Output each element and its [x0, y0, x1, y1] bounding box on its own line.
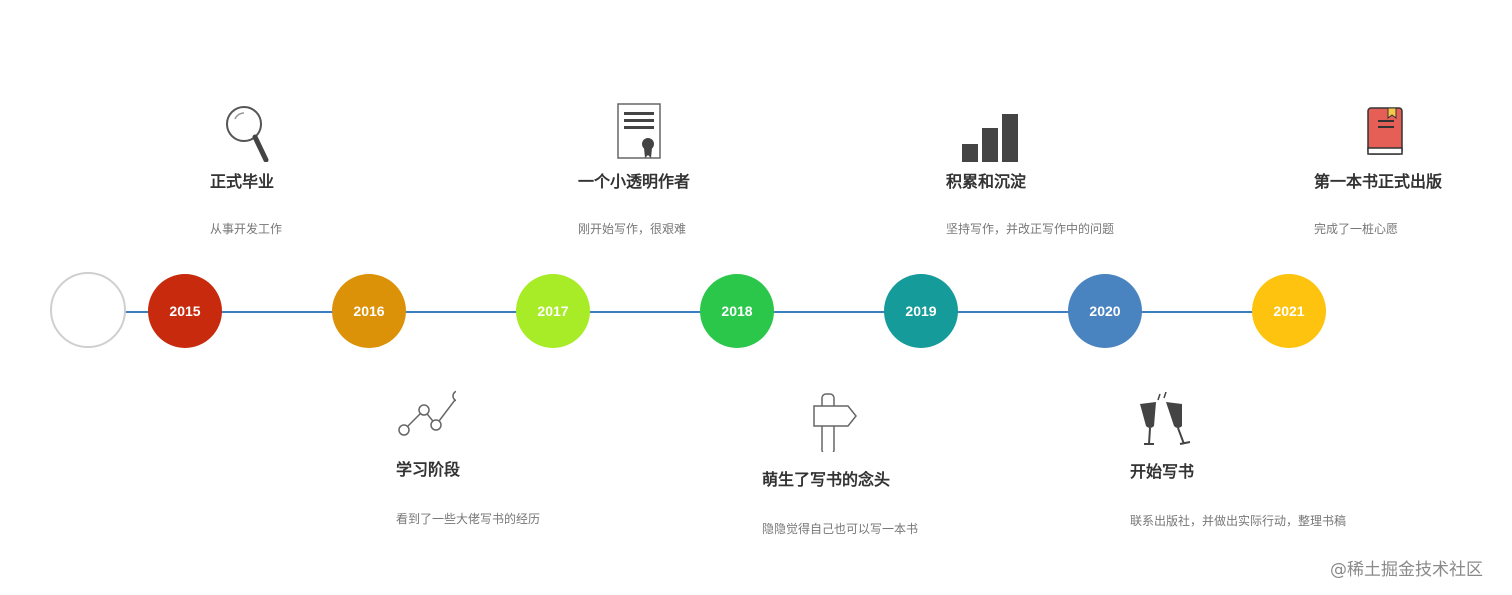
signpost-icon [813, 393, 857, 452]
year-node-2018: 2018 [700, 274, 774, 348]
event-title: 学习阶段 [396, 460, 461, 479]
line-chart-icon [398, 390, 456, 436]
event-title: 萌生了写书的念头 [762, 470, 891, 489]
year-node-2016: 2016 [332, 274, 406, 348]
year-node-2021: 2021 [1252, 274, 1326, 348]
event-desc: 看到了一些大佬写书的经历 [396, 512, 541, 526]
bar-chart-icon [962, 114, 1018, 162]
event-desc: 隐隐觉得自己也可以写一本书 [762, 522, 919, 536]
event-2018: 萌生了写书的念头 隐隐觉得自己也可以写一本书 [762, 392, 918, 537]
watermark: @稀土掘金技术社区 [1330, 560, 1483, 580]
year-node-2017: 2017 [516, 274, 590, 348]
event-2021: 第一本书正式出版 完成了一桩心愿 [1314, 102, 1442, 237]
event-desc: 坚持写作，并改正写作中的问题 [946, 222, 1115, 236]
event-title: 一个小透明作者 [578, 172, 691, 191]
certificate-icon [617, 103, 661, 159]
book-icon [1367, 107, 1403, 155]
champagne-icon [1140, 392, 1191, 445]
event-title: 正式毕业 [210, 172, 275, 191]
event-2017: 一个小透明作者 刚开始写作，很艰难 [578, 102, 690, 237]
timeline-start-circle [50, 272, 126, 348]
event-title: 开始写书 [1130, 462, 1195, 481]
event-2019: 积累和沉淀 坚持写作，并改正写作中的问题 [946, 102, 1114, 237]
event-2020: 开始写书 联系出版社，并做出实际行动，整理书稿 [1130, 392, 1346, 529]
event-desc: 从事开发工作 [210, 222, 283, 236]
event-desc: 联系出版社，并做出实际行动，整理书稿 [1130, 514, 1347, 528]
event-desc: 刚开始写作，很艰难 [578, 222, 687, 236]
timeline-line [90, 311, 1290, 313]
year-node-2020: 2020 [1068, 274, 1142, 348]
event-2015: 正式毕业 从事开发工作 [210, 102, 282, 237]
event-2016: 学习阶段 看到了一些大佬写书的经历 [396, 390, 540, 527]
magnifier-icon [226, 106, 269, 162]
event-title: 第一本书正式出版 [1314, 172, 1443, 191]
event-desc: 完成了一桩心愿 [1314, 222, 1399, 236]
year-node-2019: 2019 [884, 274, 958, 348]
year-node-2015: 2015 [148, 274, 222, 348]
event-title: 积累和沉淀 [946, 172, 1027, 191]
